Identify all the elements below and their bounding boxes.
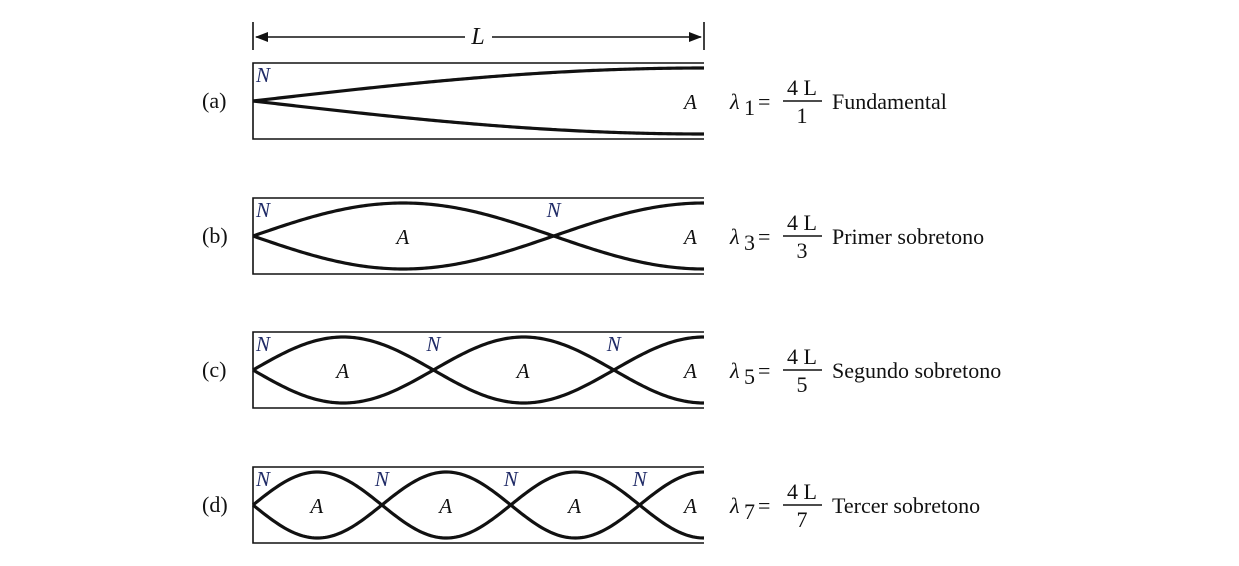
- node-label: N: [255, 332, 271, 356]
- fraction-numerator: 4 L: [787, 75, 817, 100]
- antinode-label: A: [682, 90, 697, 114]
- wave-envelope-upper-1: [252, 66, 704, 103]
- antinode-label: A: [682, 359, 697, 383]
- lambda-index: 3: [744, 230, 755, 255]
- length-arrow-left: [255, 32, 268, 42]
- fraction-numerator: 4 L: [787, 479, 817, 504]
- length-label: L: [470, 24, 484, 50]
- mode-name: Fundamental: [832, 89, 947, 114]
- wave-envelope-lower-3: [252, 335, 705, 405]
- antinode-label: A: [515, 359, 530, 383]
- wave-envelope-upper-3: [252, 335, 705, 405]
- node-label: N: [425, 332, 441, 356]
- antinode-label: A: [566, 494, 581, 518]
- equals-sign: =: [758, 224, 770, 249]
- node-label: N: [546, 198, 562, 222]
- node-label: N: [632, 467, 648, 491]
- lambda-index: 5: [744, 364, 755, 389]
- lambda-symbol: λ: [729, 493, 740, 518]
- mode-name: Primer sobretono: [832, 224, 984, 249]
- equals-sign: =: [758, 89, 770, 114]
- node-label: N: [374, 467, 390, 491]
- equals-sign: =: [758, 358, 770, 383]
- antinode-label: A: [437, 494, 452, 518]
- tube-outline-1: [252, 62, 704, 140]
- fraction-denominator: 3: [797, 238, 808, 263]
- lambda-symbol: λ: [729, 358, 740, 383]
- mode-tag: (b): [202, 223, 228, 248]
- antinode-label: A: [394, 225, 409, 249]
- node-label: N: [255, 63, 271, 87]
- wave-envelope-lower-1: [252, 99, 704, 136]
- wave-envelope-upper-4: [251, 470, 705, 540]
- fraction-denominator: 5: [797, 372, 808, 397]
- mode-tag: (d): [202, 492, 228, 517]
- lambda-index: 7: [744, 499, 755, 524]
- length-arrow-right: [689, 32, 702, 42]
- fraction-numerator: 4 L: [787, 344, 817, 369]
- lambda-index: 1: [744, 95, 755, 120]
- wave-envelope-lower-4: [251, 470, 705, 540]
- node-label: N: [503, 467, 519, 491]
- antinode-label: A: [682, 225, 697, 249]
- node-label: N: [255, 467, 271, 491]
- antinode-label: A: [682, 494, 697, 518]
- antinode-label: A: [334, 359, 349, 383]
- mode-tag: (c): [202, 357, 226, 382]
- lambda-symbol: λ: [729, 224, 740, 249]
- wave-envelope-lower-2: [252, 201, 705, 271]
- mode-name: Tercer sobretono: [832, 493, 980, 518]
- length-dimension: L: [252, 22, 705, 50]
- node-label: N: [255, 198, 271, 222]
- fraction-denominator: 1: [797, 103, 808, 128]
- tube-outline-3: [252, 331, 704, 409]
- equals-sign: =: [758, 493, 770, 518]
- fraction-numerator: 4 L: [787, 210, 817, 235]
- mode-tag: (a): [202, 88, 226, 113]
- node-label: N: [606, 332, 622, 356]
- antinode-label: A: [308, 494, 323, 518]
- mode-name: Segundo sobretono: [832, 358, 1001, 383]
- lambda-symbol: λ: [729, 89, 740, 114]
- wave-envelope-upper-2: [252, 201, 705, 271]
- fraction-denominator: 7: [797, 507, 808, 532]
